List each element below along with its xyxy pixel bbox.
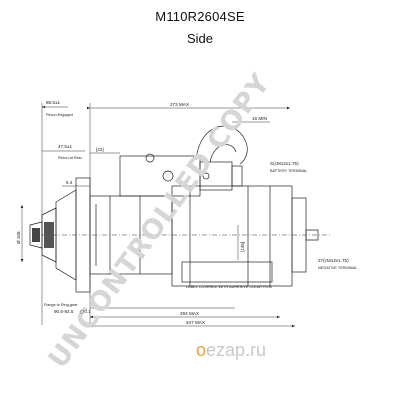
battery-terminal-spec: S(cM12x1.75) [270, 161, 299, 166]
length-292-value: 292 MAX [180, 311, 199, 316]
pinion-rest-label: Pinion at Rest [58, 156, 83, 160]
logo-prefix: o [196, 340, 207, 360]
logo-suffix: .ru [245, 340, 267, 360]
pinion-hatch [32, 222, 54, 248]
pilot-diameter-value: Ø 108 [16, 231, 21, 244]
pinion-engaged-value: 88.5±1 [46, 100, 60, 105]
part-number-title: M110R2604SE [155, 9, 245, 24]
center-dim-value: [145] [240, 242, 245, 252]
pinion-rest-value: 47.5±1 [58, 144, 72, 149]
label-note: LABEL COVERED WITH ADHESIVE CLEAR FILM [186, 285, 272, 289]
view-subtitle: Side [186, 31, 214, 46]
wire-harness-loop [195, 125, 248, 165]
length-347-value: 347 MAX [186, 320, 205, 325]
pinion-engaged-label: Pinion Engaged [46, 113, 73, 117]
wire-harness-inner [209, 144, 237, 163]
negative-terminal-label: NEGATIVE TERMINAL [318, 266, 357, 270]
battery-stud [231, 165, 243, 187]
bracket-gap-value: [42] [96, 147, 104, 152]
ezap-logo: oezap.ru [196, 340, 266, 361]
flange-thickness-value: 6.4 [66, 180, 73, 185]
flange-ring-value: 90.5-92.5 [54, 309, 74, 314]
watermark-text: UNCONTROLLED COPY [43, 68, 277, 374]
flange-ring-label: Flange to Ring-gear [44, 303, 78, 307]
overall-top-value: 273 MAX [170, 102, 189, 107]
tolerance-box: ▢0.1 [80, 309, 91, 314]
label-panel [181, 261, 273, 283]
logo-brand: ezap [206, 340, 246, 360]
stud-top-value: 16 MIN [252, 116, 267, 121]
negative-terminal-spec: 27(cM12x1.75) [318, 258, 349, 263]
negative-terminal [305, 229, 319, 241]
battery-terminal-label: BATTERY TERMINAL [270, 169, 307, 173]
